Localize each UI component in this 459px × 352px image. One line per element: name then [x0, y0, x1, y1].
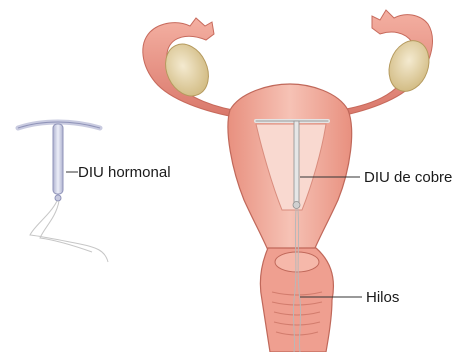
- copper-iud-label: DIU de cobre: [364, 170, 452, 185]
- hormonal-iud-label: DIU hormonal: [78, 165, 171, 180]
- hormonal-iud: [18, 122, 108, 262]
- strings-label: Hilos: [366, 290, 399, 305]
- cervical-os: [275, 252, 319, 272]
